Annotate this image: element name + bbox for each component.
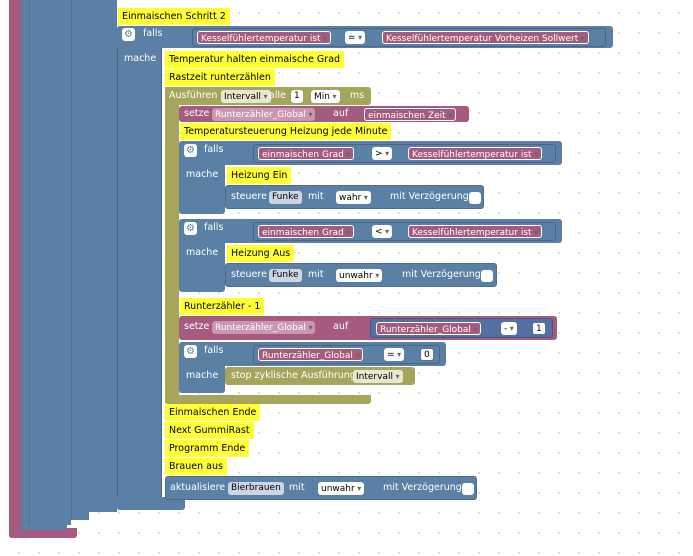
outer-block-level-2[interactable] <box>29 0 71 525</box>
update-value-dropdown[interactable]: unwahr <box>318 482 365 495</box>
if-label: falls <box>204 345 224 356</box>
value-einmaischen-grad[interactable]: einmaischen Grad <box>258 147 355 160</box>
if-block-main-footer <box>117 497 185 510</box>
delay-checkbox-1[interactable] <box>469 192 481 204</box>
delay-checkbox-2[interactable] <box>481 270 493 282</box>
do-label: mache <box>186 370 219 381</box>
control-label-mit: mit <box>308 191 324 202</box>
do-label: mache <box>186 247 219 258</box>
set1-variable-dropdown[interactable]: Runterzähler_Global <box>212 108 316 121</box>
value-runterzaehler-global[interactable]: Runterzähler_Global <box>258 348 364 361</box>
comment-heizung-ein[interactable]: Heizung Ein <box>227 167 292 184</box>
comment-einmaischen-schritt-2[interactable]: Einmaischen Schritt 2 <box>118 8 230 25</box>
interval-label-ausfuehren: Ausführen <box>169 90 218 101</box>
control-label-steuere: steuere <box>231 269 267 280</box>
number-0[interactable]: 0 <box>420 348 434 361</box>
operator-equals[interactable]: = <box>384 348 405 361</box>
control2-value-dropdown[interactable]: unwahr <box>336 269 383 282</box>
interval-name-field[interactable]: Intervall <box>221 90 271 103</box>
operator-less[interactable]: < <box>372 225 393 238</box>
control2-device-field[interactable]: Funke <box>269 269 302 282</box>
operator-greater[interactable]: > <box>372 147 393 160</box>
control1-value-dropdown[interactable]: wahr <box>336 191 371 204</box>
set-label: setze <box>184 108 210 119</box>
update-label: aktualisiere <box>170 482 226 493</box>
control-label-mit-verzoegerung: mit Verzögerung <box>390 191 469 202</box>
set2-variable-dropdown[interactable]: Runterzähler_Global <box>212 321 316 334</box>
control-label-mit-verzoegerung: mit Verzögerung <box>402 269 481 280</box>
if-label: falls <box>204 222 224 233</box>
value-kesselfuehler-vorheizen-sollwert[interactable]: Kesselfühlertemperatur Vorheizen Sollwer… <box>382 31 589 44</box>
interval-block[interactable] <box>165 87 179 403</box>
gear-icon[interactable]: ⚙ <box>122 28 135 41</box>
outer-block-level-1[interactable] <box>21 0 29 530</box>
set2-math-variable[interactable]: Runterzähler_Global <box>376 322 482 335</box>
set-label-auf: auf <box>333 321 349 332</box>
update-block[interactable] <box>165 476 477 500</box>
if-label: falls <box>143 28 163 39</box>
value-kesselfuehler-ist[interactable]: Kesselfühlertemperatur ist <box>408 147 543 160</box>
interval-label-ms: ms <box>350 90 365 101</box>
do-label: mache <box>186 169 219 180</box>
gear-icon[interactable]: ⚙ <box>184 222 197 235</box>
if-block-heizung-ein-footer <box>179 208 225 214</box>
math-number-1[interactable]: 1 <box>532 322 546 335</box>
gear-icon[interactable]: ⚙ <box>184 345 197 358</box>
update-label-mit-verzoegerung: mit Verzögerung <box>383 482 462 493</box>
value-kesselfuehler-ist[interactable]: Kesselfühlertemperatur ist <box>408 225 543 238</box>
gear-icon[interactable]: ⚙ <box>184 144 197 157</box>
comment-brauen-aus[interactable]: Brauen aus <box>165 458 227 475</box>
outer-block-level-4[interactable] <box>89 0 117 512</box>
interval-value-field[interactable]: 1 <box>291 90 303 103</box>
interval-block-footer <box>165 395 371 404</box>
stop-interval-dropdown[interactable]: Intervall <box>353 370 403 383</box>
outer-block-level-0-bottom <box>9 528 77 538</box>
control-label-mit: mit <box>308 269 324 280</box>
comment-runterzaehler-minus-1[interactable]: Runterzähler - 1 <box>180 298 265 315</box>
set1-value-einmaischen-zeit[interactable]: einmaischen Zeit <box>364 108 457 121</box>
comment-programm-ende[interactable]: Programm Ende <box>165 440 250 457</box>
update-label-mit: mit <box>289 482 305 493</box>
comment-next-gummirast[interactable]: Next GummiRast <box>165 422 254 439</box>
do-label: mache <box>124 53 157 64</box>
comment-rastzeit-runterzaehlen[interactable]: Rastzeit runterzählen <box>165 69 275 86</box>
interval-unit-dropdown[interactable]: Min <box>311 90 340 103</box>
operator-equals[interactable]: = <box>345 31 366 44</box>
if-label: falls <box>204 144 224 155</box>
value-einmaischen-grad[interactable]: einmaischen Grad <box>258 225 355 238</box>
control-label-steuere: steuere <box>231 191 267 202</box>
delay-checkbox-3[interactable] <box>462 483 474 495</box>
update-device-field[interactable]: Bierbrauen <box>228 482 284 495</box>
comment-temperatursteuerung[interactable]: Temperatursteuerung Heizung jede Minute <box>180 123 392 140</box>
if-block-main[interactable] <box>117 26 162 510</box>
comment-temperatur-halten[interactable]: Temperatur halten einmaische Grad <box>165 51 345 68</box>
comment-einmaischen-ende[interactable]: Einmaischen Ende <box>165 404 261 421</box>
set-label: setze <box>184 321 210 332</box>
outer-block-level-1-bottom <box>21 520 67 530</box>
outer-block-level-0[interactable] <box>9 0 21 538</box>
if-block-runterzaehler-zero-footer <box>179 387 225 393</box>
comment-heizung-aus[interactable]: Heizung Aus <box>227 245 295 262</box>
set-label-auf: auf <box>333 108 349 119</box>
stop-interval-label: stop zyklische Ausführung <box>231 370 356 381</box>
math-operator-minus[interactable]: - <box>501 322 517 335</box>
outer-block-level-3[interactable] <box>71 0 89 520</box>
control1-device-field[interactable]: Funke <box>269 191 302 204</box>
value-kesselfuehler-ist[interactable]: Kesselfühlertemperatur ist <box>197 31 332 44</box>
interval-label-alle: alle <box>269 90 286 101</box>
if-block-heizung-aus-footer <box>179 286 225 292</box>
